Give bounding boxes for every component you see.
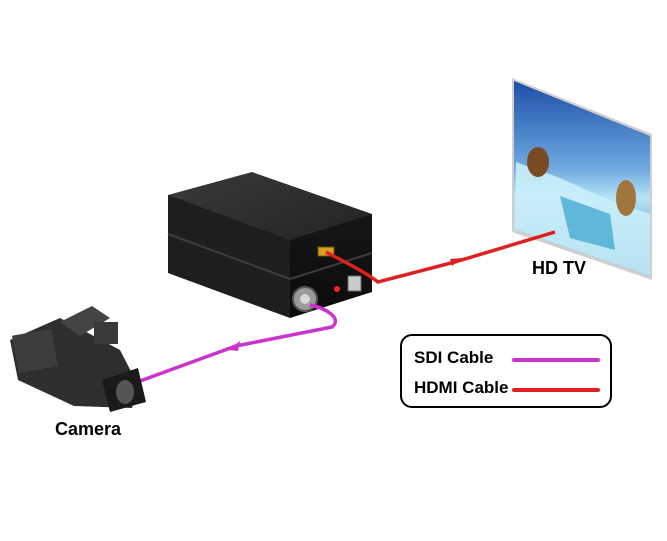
- camera-label: Camera: [55, 419, 122, 439]
- legend-label-sdi: SDI Cable: [414, 348, 494, 367]
- legend-label-hdmi: HDMI Cable: [414, 378, 509, 397]
- sdi-direction-arrow: [228, 341, 240, 351]
- hdmi-port: [317, 246, 335, 257]
- tv-character-left: [527, 147, 549, 177]
- legend-item-sdi: SDI Cable: [414, 348, 604, 372]
- tv-character-right: [616, 180, 636, 216]
- legend-item-hdmi: HDMI Cable: [414, 378, 604, 402]
- box-seam-left: [167, 233, 291, 280]
- converter-box: [167, 172, 373, 318]
- camera: [10, 306, 146, 412]
- camera-mic: [94, 322, 118, 344]
- power-led: [334, 286, 340, 292]
- tv-ice-block: [560, 196, 615, 250]
- camera-handle: [60, 306, 110, 336]
- legend-swatch-sdi: [512, 358, 600, 362]
- tv-label: HD TV: [532, 258, 586, 278]
- hd-tv: [512, 78, 652, 280]
- hdmi-cable: [325, 230, 556, 284]
- legend: SDI Cable HDMI Cable: [400, 334, 612, 408]
- sdi-bnc-pin: [300, 294, 310, 304]
- legend-swatch-hdmi: [512, 388, 600, 392]
- power-jack: [347, 275, 362, 292]
- camera-lens: [116, 380, 134, 404]
- hdmi-direction-arrow: [450, 258, 462, 266]
- camera-viewfinder: [12, 328, 58, 374]
- box-seam-front: [289, 252, 373, 280]
- sdi-cable: [139, 303, 338, 383]
